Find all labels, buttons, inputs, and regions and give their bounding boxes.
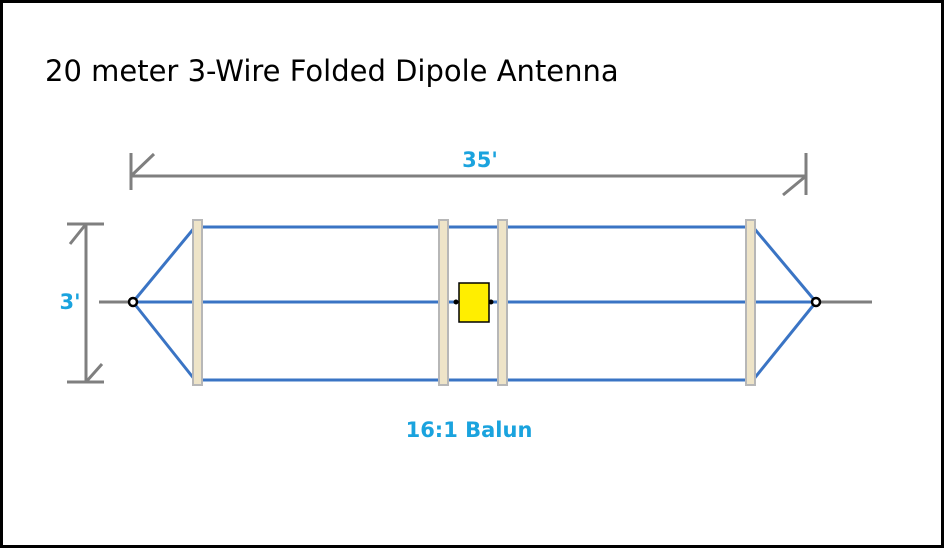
right-end-insulator [810,296,822,308]
length-tick-left [129,152,156,178]
height-label: 3' [59,290,80,314]
length-tick-right [782,174,807,197]
balun-terminal [488,299,494,305]
antenna-diagram: 35' 3' [59,148,872,442]
balun-label: 16:1 Balun [406,418,533,442]
spreader [192,219,203,386]
length-label: 35' [462,148,498,172]
left-top-taper-wire [131,226,197,303]
height-tick-bottom [84,363,104,383]
spreader [438,219,449,386]
spreaders [192,219,756,386]
antenna-wires [131,225,818,382]
spreader [497,219,508,386]
height-tick-top [68,223,88,245]
right-top-taper-wire [751,226,818,303]
height-dimension: 3' [59,222,104,384]
balun [453,282,494,323]
balun-box [458,282,490,323]
left-end-insulator [127,296,139,308]
right-bottom-taper-wire [751,301,818,381]
length-dimension: 35' [129,148,808,197]
left-bottom-taper-wire [131,301,197,381]
spreader [745,219,756,386]
balun-terminal [453,299,459,305]
diagram-title: 20 meter 3-Wire Folded Dipole Antenna [45,54,619,88]
